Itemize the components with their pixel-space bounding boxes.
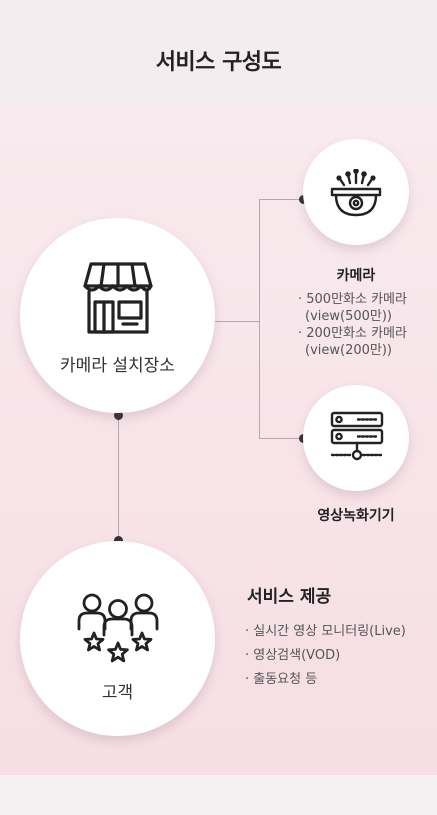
- connector-to-recorder: [259, 438, 303, 439]
- camera-spec-list: · 500만화소 카메라 (view(500만)) · 200만화소 카메라 (…: [298, 291, 407, 359]
- location-node: 카메라 설치장소: [20, 218, 215, 413]
- camera-spec-item: (view(500만)): [305, 309, 392, 324]
- camera-spec-item: · 200만화소 카메라: [298, 326, 407, 341]
- connector-to-camera: [259, 199, 303, 200]
- footer-band: [0, 775, 437, 815]
- customers-stars-icon: [77, 593, 159, 663]
- recorder-title: 영상녹화기기: [317, 508, 395, 524]
- storefront-icon: [83, 262, 153, 334]
- connector-dot-location: [114, 411, 123, 420]
- connector-location-to-customer: [118, 415, 119, 541]
- camera-title: 카메라: [336, 268, 376, 284]
- cctv-dome-camera-icon: [330, 169, 382, 217]
- service-title: 서비스 제공: [247, 587, 332, 607]
- location-label: 카메라 설치장소: [60, 356, 175, 376]
- page-title: 서비스 구성도: [155, 50, 282, 75]
- customer-node: 고객: [20, 541, 215, 736]
- server-recorder-icon: [330, 411, 384, 461]
- connector-dot-customer: [114, 536, 123, 545]
- service-item: · 영상검색(VOD): [245, 648, 341, 663]
- service-item: · 실시간 영상 모니터링(Live): [245, 624, 406, 639]
- connector-hub-vertical: [259, 199, 260, 439]
- camera-spec-item: (view(200만)): [305, 343, 392, 358]
- connector-location-to-hub: [215, 321, 260, 322]
- service-item: · 출동요청 등: [245, 672, 318, 687]
- recorder-node: [303, 385, 409, 491]
- customer-label: 고객: [101, 683, 134, 703]
- camera-spec-item: · 500만화소 카메라: [298, 292, 407, 307]
- camera-node: [303, 139, 409, 245]
- service-list: · 실시간 영상 모니터링(Live) · 영상검색(VOD) · 출동요청 등: [245, 620, 406, 692]
